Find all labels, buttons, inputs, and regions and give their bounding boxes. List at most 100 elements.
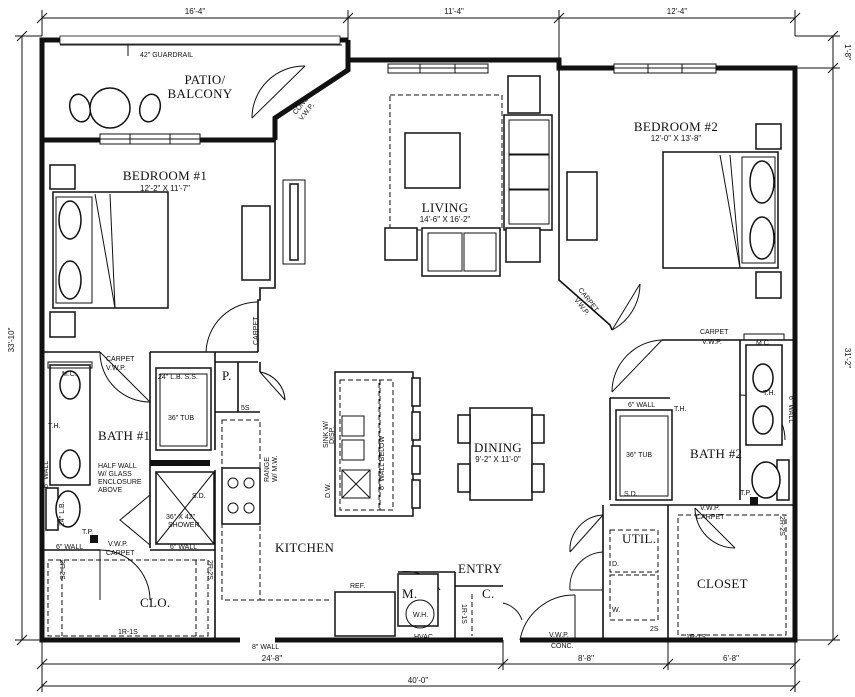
dimension-right-main: 31'-2": [843, 348, 852, 369]
interior-walls: [42, 68, 795, 640]
mc-label-bath1: M.C.: [62, 371, 77, 378]
carpet-label-bath2-bottom: CARPET: [696, 514, 725, 521]
lb-ss-label: 24" L.B. S.S.: [158, 374, 198, 381]
coat-closet-label: C.: [482, 586, 495, 601]
util-name: UTIL.: [622, 531, 656, 546]
sd-label-bath1: S.D.: [192, 493, 206, 500]
carpet-label-bed1: CARPET: [253, 316, 260, 345]
sd-label-bath2: S.D.: [624, 491, 638, 498]
dimension-right-small: 1'-8": [843, 44, 852, 60]
lb-label: 24" L.B.: [59, 501, 66, 526]
tp-label-bath1: T.P.: [82, 529, 93, 536]
d-label: D.: [612, 561, 619, 568]
living-furniture: [282, 75, 553, 277]
windows: [59, 35, 717, 145]
hvac-label: HVAC: [414, 634, 433, 641]
vwp-label-bath2: V.W.P.: [702, 339, 722, 346]
living-name: LIVING: [422, 200, 469, 215]
sink-label-1: SINK W/: [323, 421, 330, 448]
range-label-1: RANGE: [264, 457, 271, 482]
carpet-label-bath2: CARPET: [700, 329, 729, 336]
two-r-label-closet: 2R-2S: [778, 516, 785, 536]
two-r-label-right: 2R-2S: [206, 560, 213, 580]
vwp-label-bath1: V.W.P.: [106, 365, 126, 372]
dw-label: D.W.: [325, 483, 332, 498]
bedroom2-name: BEDROOM #2: [634, 119, 718, 134]
tp-label-bath2: T.P.: [740, 490, 751, 497]
carpet-label-closet: CARPET: [106, 550, 135, 557]
bath2-name: BATH #2: [690, 446, 742, 461]
dining-dims: 9'-2" X 11'-0": [475, 455, 521, 464]
six-wall-label-bath2-right: 6" WALL: [787, 396, 794, 423]
eight-wall-label: 8" WALL: [252, 644, 279, 651]
guardrail-label: 42" GUARDRAIL: [140, 52, 193, 59]
six-wall-label-closet2: 6" WALL: [170, 544, 197, 551]
one-r-label-closet: 1R-1S: [686, 634, 706, 641]
six-wall-label-shower: 6" WALL: [170, 461, 197, 468]
dimension-top-3: 12'-4": [667, 7, 688, 16]
pantry-label: P.: [222, 368, 232, 383]
two-r-label-left: 2R-2S: [58, 560, 65, 580]
dimension-left-main: 33'-10": [7, 327, 16, 352]
kitchen-name: KITCHEN: [275, 540, 334, 555]
bedroom2-furniture: [566, 123, 782, 299]
kitchen-fixtures: [221, 371, 439, 637]
living-dims: 14'-6" X 16'-2": [420, 215, 471, 224]
patio-furniture: [68, 87, 162, 129]
dimension-top-1: 16'-4": [185, 7, 206, 16]
half-wall-label-2: W/ GLASS: [98, 471, 132, 478]
patio-label-2: BALCONY: [168, 86, 233, 101]
dimension-bottom-1: 24'-8": [262, 654, 283, 663]
patio-label-1: PATIO/: [184, 72, 225, 87]
ref-label: REF.: [350, 583, 365, 590]
bedroom1-dims: 12'-2" X 11'-7": [140, 184, 190, 193]
vwp-label-closet: V.W.P.: [108, 541, 128, 548]
dining-furniture: [457, 407, 545, 501]
half-wall-label-4: ABOVE: [98, 487, 122, 494]
dimension-lines: [15, 10, 840, 692]
w-label: W.: [612, 607, 620, 614]
one-r-label-entry: 1R-1S: [460, 604, 467, 624]
six-wall-label-closet1: 6" WALL: [56, 544, 83, 551]
shower-label-2: SHOWER: [168, 522, 200, 529]
vwp-label-entry: V.W.P.: [549, 632, 569, 639]
two-s-label: 2S: [650, 626, 659, 633]
five-s-label: 5S: [241, 405, 250, 412]
bath1-fixtures: [45, 361, 215, 546]
range-label-2: W/ M.W.: [272, 456, 279, 482]
tub-label-bath1: 36" TUB: [168, 415, 194, 422]
conc-label-entry: CONC.: [551, 643, 574, 650]
th-label-bath1: T.H.: [48, 423, 61, 430]
mech-label: M.: [402, 586, 417, 601]
wh-label: W.H.: [413, 612, 428, 619]
one-r-label-clo: 1R-1S: [118, 629, 138, 636]
clo-name: CLO.: [140, 595, 170, 610]
tub-label-bath2: 36" TUB: [626, 452, 652, 459]
dimension-bottom-total: 40'-0": [408, 676, 429, 685]
bedroom2-dims: 12'-0" X 13'-8": [651, 134, 702, 143]
half-wall-label-3: ENCLOSURE: [98, 479, 142, 486]
bedroom1-name: BEDROOM #1: [123, 168, 207, 183]
closet-fixtures: [47, 514, 787, 637]
dimension-bottom-3: 6'-8": [723, 654, 739, 663]
bedroom1-furniture: [49, 164, 271, 338]
shower-label-1: 36" X 42": [166, 514, 196, 521]
dimension-bottom-2: 8'-8": [578, 654, 594, 663]
dining-name: DINING: [474, 440, 522, 455]
carpet-label-bath1: CARPET: [106, 356, 135, 363]
six-wall-label-bath1: 6" WALL: [43, 461, 50, 488]
six-wall-label-bath2: 6" WALL: [628, 402, 655, 409]
bath2-fixtures: [615, 333, 790, 505]
mc-label-bath2: M.C.: [756, 340, 771, 347]
bath1-name: BATH #1: [98, 428, 150, 443]
closet-name: CLOSET: [697, 576, 748, 591]
wall-below-label: 6" WALL BELOW: [379, 436, 386, 490]
entry-name: ENTRY: [458, 561, 502, 576]
th-label-bath2: T.H.: [763, 390, 776, 397]
half-wall-label-1: HALF WALL: [98, 463, 137, 470]
vwp-label-bath2-bottom: V.W.P.: [700, 505, 720, 512]
sink-label-2: DISP.: [329, 427, 336, 444]
dimension-top-2: 11'-4": [444, 7, 464, 16]
th-label-bath2-top: T.H.: [674, 406, 687, 413]
